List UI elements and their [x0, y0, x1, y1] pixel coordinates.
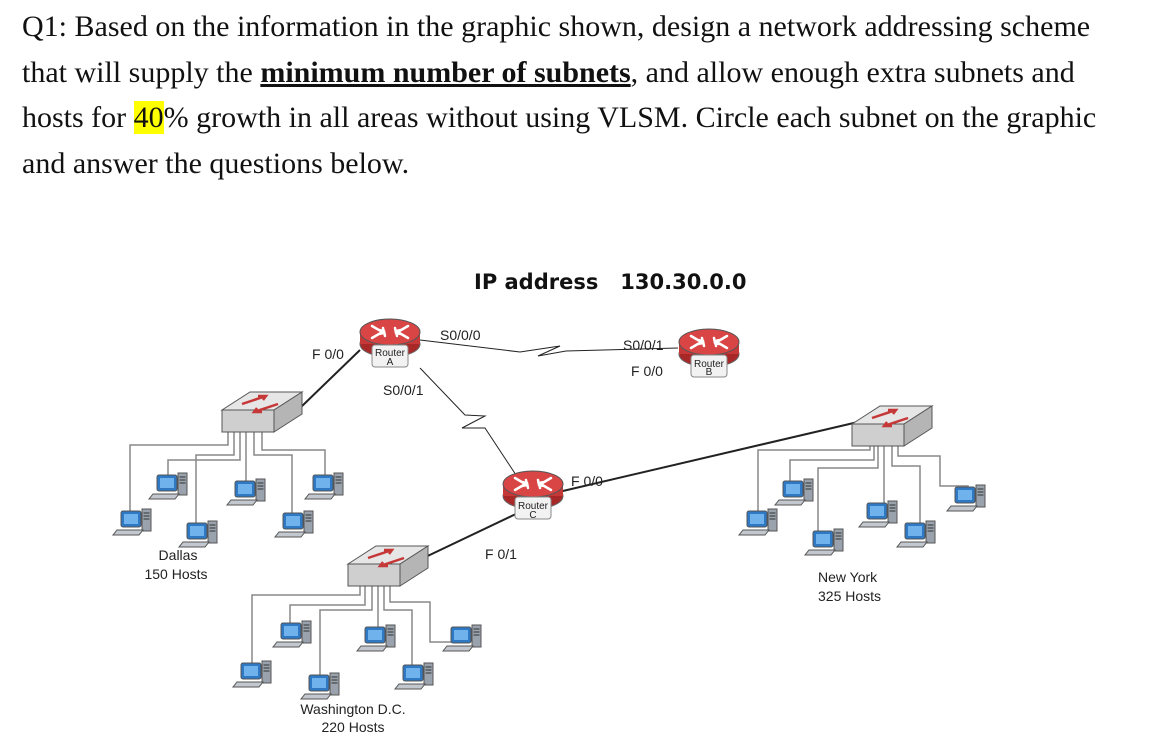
- router-b-letter: B: [706, 367, 713, 378]
- router-b: Router B: [677, 327, 741, 379]
- question-emphasis: minimum number of subnets: [260, 55, 631, 89]
- label-router-a-s000: S0/0/0: [440, 327, 481, 343]
- pc-newyork-6: [946, 484, 986, 512]
- pc-dallas-1: [112, 508, 152, 536]
- pc-newyork-5: [896, 520, 936, 548]
- label-router-c-f00: F 0/0: [571, 473, 603, 489]
- switch-newyork: [850, 404, 934, 448]
- site-washington-name: Washington D.C.: [300, 701, 405, 717]
- question-part-1: Q1: Based on the information in the grap…: [22, 10, 1091, 89]
- pc-dallas-3: [178, 520, 218, 548]
- pc-washington-1: [232, 660, 272, 688]
- pc-washington-4: [356, 624, 396, 652]
- pc-dallas-2: [148, 472, 188, 500]
- router-b-name: Router: [694, 359, 725, 370]
- site-newyork-hosts: 325 Hosts: [818, 588, 881, 604]
- label-router-a-f00: F 0/0: [312, 346, 344, 362]
- site-dallas-hosts: 150 Hosts: [144, 566, 207, 582]
- site-dallas-name: Dallas: [159, 547, 198, 563]
- serial-link-a-c: [419, 367, 519, 479]
- router-c-letter: C: [529, 510, 536, 521]
- network-links: [299, 339, 859, 563]
- pc-newyork-1: [738, 508, 778, 536]
- site-newyork-name: New York: [818, 569, 878, 585]
- switch-dallas: [220, 390, 304, 434]
- network-diagram: IP address 130.30.0.0 Router: [112, 270, 986, 735]
- pc-dallas-4: [226, 478, 266, 506]
- question-part-3: % growth in all areas without using VLSM…: [22, 101, 1097, 180]
- router-c: Router C: [501, 469, 565, 521]
- link-router-c-washington: [414, 511, 521, 563]
- pc-newyork-3: [804, 528, 844, 556]
- switch-washington: [346, 544, 430, 588]
- serial-link-a-b: [419, 339, 679, 357]
- question-text: Q1: Based on the information in the grap…: [22, 4, 1142, 186]
- router-c-name: Router: [518, 501, 549, 512]
- label-router-c-f01: F 0/1: [485, 546, 517, 562]
- router-a-letter: A: [387, 357, 394, 368]
- label-router-a-s001: S0/0/1: [383, 382, 424, 398]
- label-router-b-f00: F 0/0: [631, 363, 663, 379]
- label-router-b-s001: S0/0/1: [623, 337, 664, 353]
- pc-newyork-2: [774, 478, 814, 506]
- dallas-lan-wiring: [129, 422, 326, 530]
- router-a-name: Router: [375, 348, 406, 359]
- pc-washington-6: [442, 624, 482, 652]
- pc-dallas-6: [304, 472, 344, 500]
- site-washington-hosts: 220 Hosts: [321, 719, 384, 735]
- question-part-2: , and allow enough extra subnets and hos…: [22, 55, 1075, 135]
- pc-washington-3: [300, 672, 340, 700]
- pc-washington-5: [394, 662, 434, 690]
- pc-washington-2: [272, 620, 312, 648]
- pc-dallas-5: [274, 510, 314, 538]
- link-dallas-router-a: [299, 349, 361, 409]
- ip-address-title: IP address 130.30.0.0: [474, 270, 747, 294]
- router-a: Router A: [358, 317, 422, 369]
- pc-newyork-4: [858, 500, 898, 528]
- question-highlight: 40: [133, 101, 164, 134]
- link-router-c-newyork: [549, 421, 859, 495]
